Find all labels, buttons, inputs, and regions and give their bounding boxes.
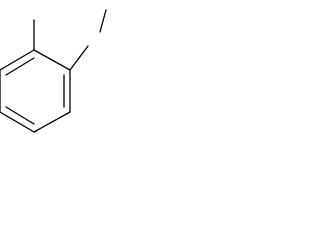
molecule-structure-canvas <box>0 9 107 133</box>
ring-bond-c3-c4 <box>33 111 71 133</box>
ring-bond-c6-c1 <box>0 49 35 71</box>
bond-c2-to-oxygen-top <box>69 45 89 71</box>
bond-oxygen-top-to-methyl <box>99 9 107 33</box>
molecule-drawing <box>0 9 107 133</box>
ring-bond-c4-c5 <box>0 111 35 133</box>
ring-double-bond-inner-1 <box>5 57 35 76</box>
ring-bond-c1-c2 <box>33 49 71 71</box>
ring-double-bond-inner-3 <box>5 106 35 125</box>
